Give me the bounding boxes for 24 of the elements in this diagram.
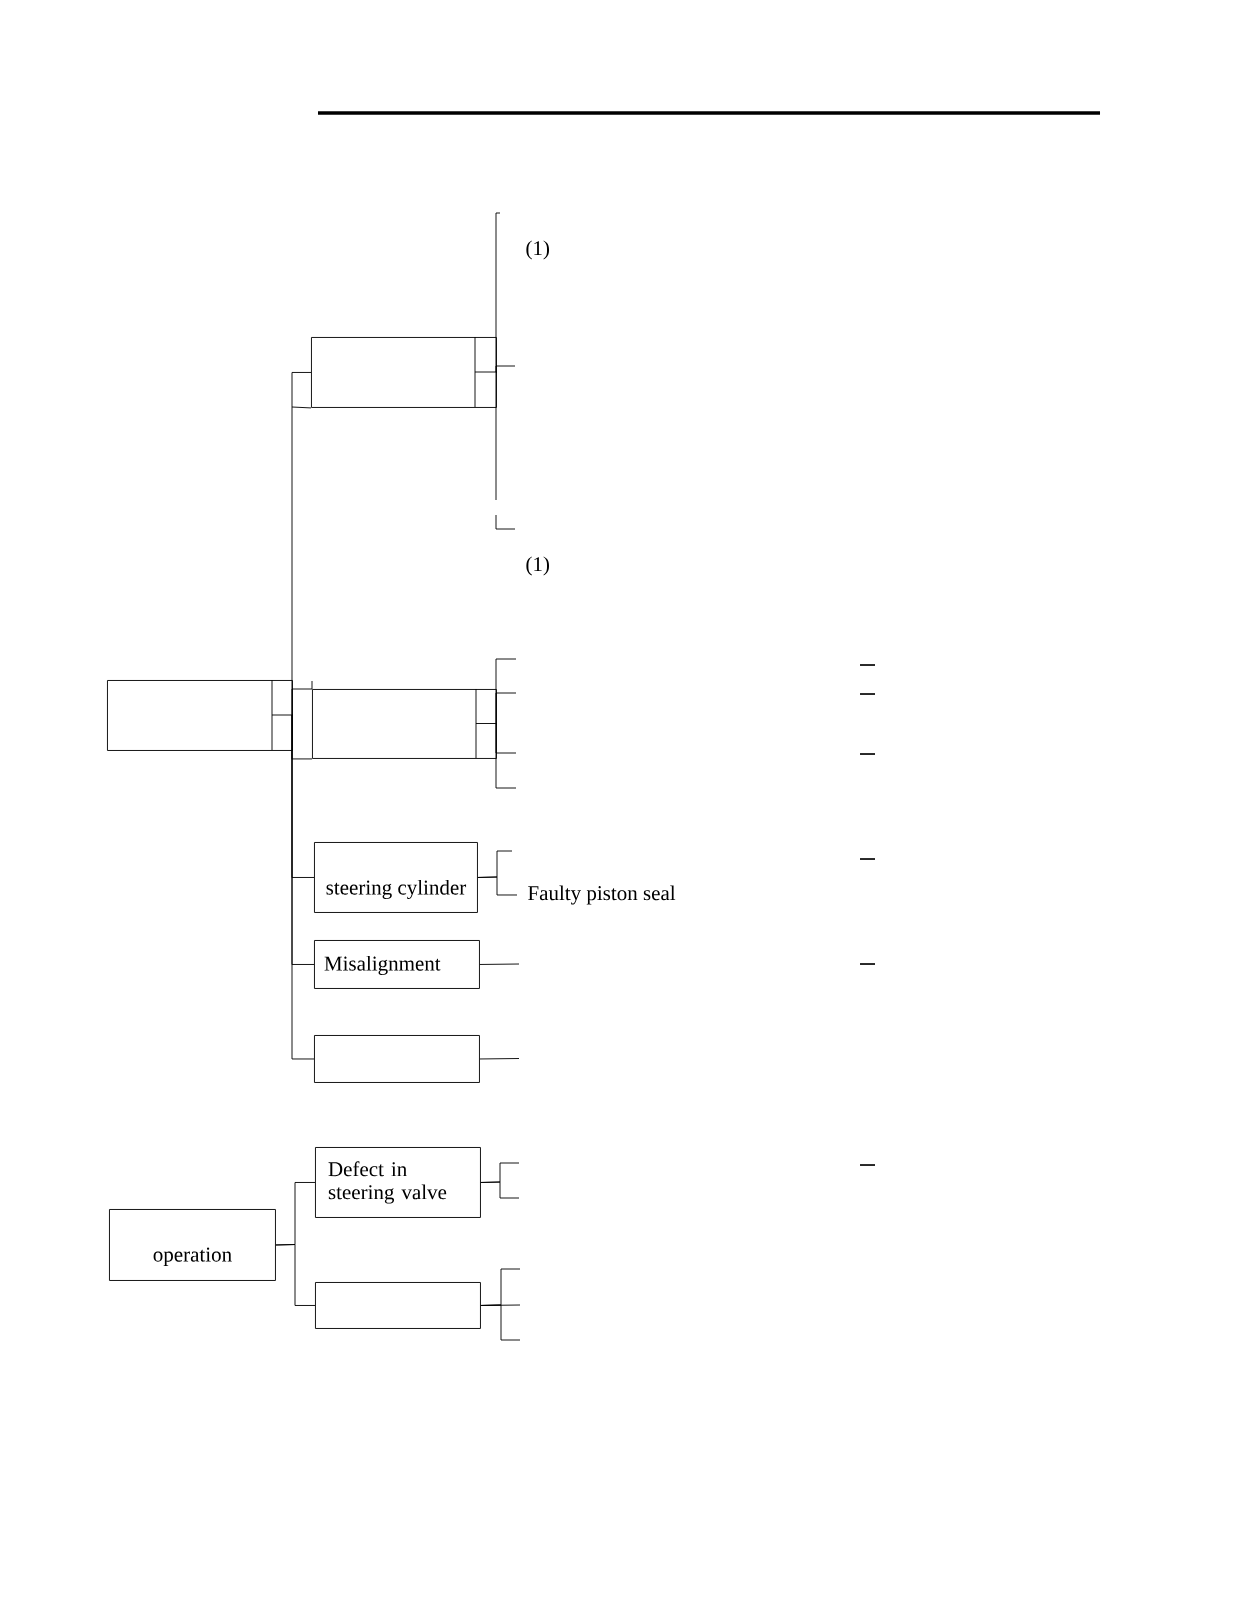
connector-line: [495, 692, 517, 725]
connector-line: [480, 1181, 520, 1199]
box: operation: [109, 1209, 276, 1281]
callout-number: (1): [526, 240, 549, 260]
connector-line: [480, 1304, 521, 1341]
box: [315, 1282, 481, 1329]
callout-number: (1): [526, 556, 549, 576]
cause-text: Faulty piston seal: [528, 885, 676, 905]
box: [311, 336, 497, 408]
box: [314, 1035, 480, 1083]
connector-line: [291, 714, 315, 1060]
connector-line: [495, 723, 517, 789]
connector-line: [477, 850, 513, 878]
box: Misalignment: [314, 940, 480, 989]
box: [107, 679, 293, 751]
connector-line: [291, 688, 313, 760]
connector-line: [495, 365, 516, 373]
connector-line: [495, 371, 516, 530]
connector-line: [275, 1244, 316, 1306]
box: steering cylinder: [314, 842, 478, 913]
connector-line: [479, 963, 520, 965]
box: [311, 680, 497, 759]
connector-line: [479, 1058, 520, 1060]
box: Defect in steering valve: [315, 1147, 481, 1218]
